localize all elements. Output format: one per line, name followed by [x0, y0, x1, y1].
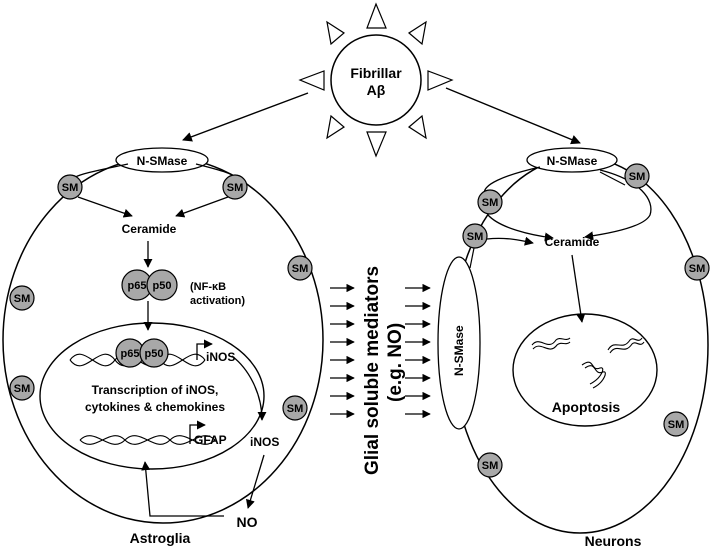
astroglia-nsmase-box — [115, 147, 209, 173]
sm-marker: SM — [57, 174, 83, 200]
neuron-nsmase-box — [526, 147, 618, 173]
arrow-sm-to-ceramide-left — [77, 196, 133, 218]
abeta-label-line2: Aβ — [367, 82, 386, 98]
p65-label: p65 — [128, 280, 147, 292]
nfkb-bound-dna: p65 p50 — [115, 338, 169, 368]
apoptosis-label: Apoptosis — [552, 399, 621, 415]
arrow-inos-to-no — [246, 454, 265, 509]
abeta-label-line1: Fibrillar — [350, 65, 402, 81]
sm-marker: SM — [684, 255, 710, 281]
svg-text:SM: SM — [14, 293, 31, 305]
arrow-inos-gene-to-protein — [231, 355, 267, 421]
sun-rays — [298, 2, 454, 158]
svg-text:SM: SM — [62, 182, 79, 194]
svg-text:SM: SM — [689, 263, 706, 275]
arrow-sm-to-ceramide-right — [175, 196, 229, 218]
astroglia-cell: N-SMase SM SM SM SM SM SM Ceramide — [2, 147, 324, 546]
svg-text:p65: p65 — [121, 348, 140, 360]
no-label: NO — [237, 514, 258, 530]
nfkb-activation-line1: (NF-κB — [190, 281, 226, 293]
neurons-label: Neurons — [585, 533, 642, 548]
inos-promoter-arrow — [196, 339, 213, 360]
astroglia-ceramide-label: Ceramide — [122, 222, 177, 236]
sm-marker: SM — [287, 255, 313, 281]
arrow-to-neurons — [445, 87, 581, 145]
svg-text:SM: SM — [668, 419, 685, 431]
sm-marker: SM — [624, 163, 650, 189]
astroglia-nsmase-label: N-SMase — [137, 154, 188, 168]
svg-text:SM: SM — [14, 383, 31, 395]
neuron-cell: N-SMase SM SM SM SM SM SM — [437, 147, 710, 548]
svg-text:SM: SM — [227, 182, 244, 194]
inos-gene-label: iNOS — [206, 350, 235, 364]
arrow-sm-to-neuron-ceramide-1 — [487, 214, 554, 242]
abeta-core — [330, 34, 422, 126]
sm-marker: SM — [477, 189, 503, 215]
transcription-line1: Transcription of iNOS, — [92, 383, 219, 397]
arrow-ceramide-to-apoptosis — [571, 254, 586, 323]
mediators-line2: (e.g. NO) — [385, 323, 406, 402]
gfap-promoter-arrow — [189, 420, 206, 444]
svg-text:p50: p50 — [145, 348, 164, 360]
nfkb-activation-line2: activation) — [190, 295, 245, 307]
mediator-arrows — [330, 283, 431, 419]
sm-marker: SM — [477, 452, 503, 478]
arrow-no-feedback — [141, 461, 224, 517]
transcription-line2: cytokines & chemokines — [85, 400, 225, 414]
fragmented-dna — [531, 337, 645, 389]
astroglia-label: Astroglia — [130, 530, 191, 546]
astroglia-nucleus — [39, 322, 265, 470]
sm-marker: SM — [9, 375, 35, 401]
gfap-label: GFAP — [194, 433, 227, 447]
arrow-to-astroglia — [182, 92, 309, 142]
sm-marker: SM — [9, 285, 35, 311]
inos-protein-label: iNOS — [250, 435, 279, 449]
p50-label: p50 — [153, 280, 172, 292]
sm-marker: SM — [282, 395, 308, 421]
svg-text:SM: SM — [287, 403, 304, 415]
sm-tether — [469, 247, 475, 269]
neuron-nsmase-top-label: N-SMase — [547, 154, 598, 168]
fibrillar-abeta-stimulus: Fibrillar Aβ — [298, 2, 454, 158]
svg-text:SM: SM — [482, 460, 499, 472]
svg-text:SM: SM — [629, 171, 646, 183]
nfkb-complex: p65 p50 — [121, 269, 178, 301]
neuron-ceramide-label: Ceramide — [545, 235, 600, 249]
sm-marker: SM — [663, 411, 689, 437]
dna-helix-bottom — [79, 435, 216, 445]
svg-text:SM: SM — [467, 231, 484, 243]
neuron-nucleus — [512, 313, 658, 427]
sm-marker: SM — [222, 174, 248, 200]
arrow-sm-to-neuron-ceramide-2 — [486, 236, 534, 246]
sm-marker: SM — [462, 223, 488, 249]
svg-text:SM: SM — [292, 263, 309, 275]
neuron-nsmase-side-label: N-SMase — [452, 325, 466, 376]
sm-tether — [599, 171, 626, 186]
mediators-line1: Glial soluble mediators — [362, 266, 383, 475]
svg-text:SM: SM — [482, 197, 499, 209]
neuron-nsmase-side-box — [437, 256, 481, 430]
